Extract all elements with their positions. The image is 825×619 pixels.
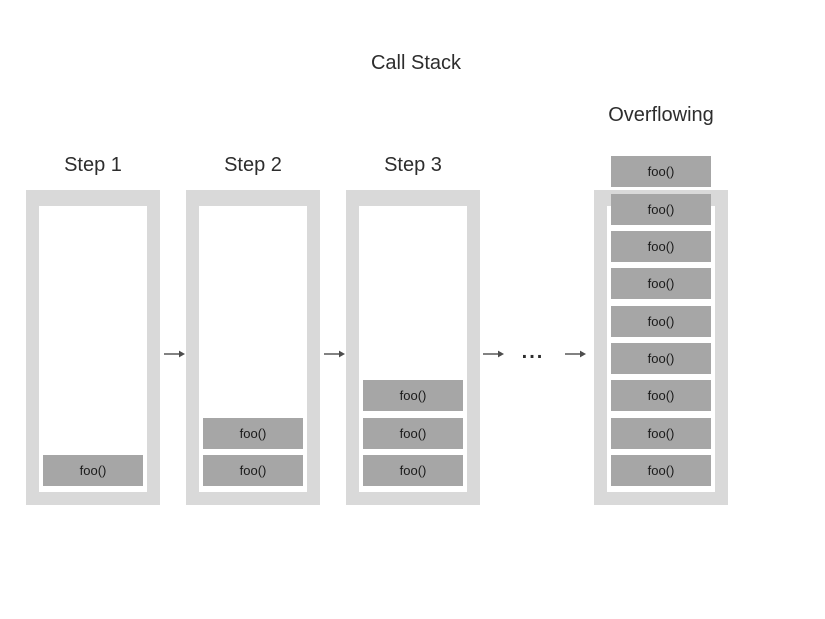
stack-frame: foo() [611, 380, 711, 412]
stack-frames: foo() foo() foo() foo() foo() foo() foo() foo()… [594, 156, 728, 505]
stack-frame-label: foo() [79, 463, 107, 478]
stack-frame: foo() [611, 193, 711, 225]
arrow-right-icon [483, 350, 504, 358]
arrow-right-icon [565, 350, 586, 358]
stack-frame: foo() [203, 455, 303, 486]
stack-frame-label: foo() [647, 276, 675, 292]
stack-frame-label: foo() [239, 463, 267, 478]
stack-frame: foo() [611, 417, 711, 449]
stack-frame-label: foo() [647, 351, 675, 367]
stack-frame-label: foo() [399, 463, 427, 478]
stack-frame: foo() [363, 380, 463, 412]
stack-frame: foo() [611, 305, 711, 337]
stack-frame: foo() [611, 156, 711, 188]
stack-frames: foo() foo() foo() [346, 190, 480, 505]
stack-interior [39, 206, 147, 492]
stack-frame: foo() [611, 455, 711, 486]
stack-container-overflowing: foo() foo() foo() foo() foo() foo() foo() foo()… [594, 156, 728, 505]
stack-frame-label: foo() [647, 425, 675, 441]
stack-frame: foo() [363, 417, 463, 449]
stack-container-step-3: foo() foo() foo() [346, 190, 480, 505]
stack-container-step-1: foo() [26, 190, 160, 505]
arrow-right-icon [324, 350, 345, 358]
ellipsis: ... [521, 341, 545, 363]
stack-frame-label: foo() [239, 425, 267, 441]
stack-frame-label: foo() [647, 313, 675, 329]
stack-frames: foo() foo() [186, 190, 320, 505]
stack-frame-label: foo() [399, 388, 427, 404]
stack-frames: foo() [26, 190, 160, 505]
stack-frame-label: foo() [647, 463, 675, 478]
step-2-label: Step 2 [224, 154, 282, 176]
step-3-label: Step 3 [384, 154, 442, 176]
stack-container-step-2: foo() foo() [186, 190, 320, 505]
stack-frame-label: foo() [647, 388, 675, 404]
stack-frame-label: foo() [647, 239, 675, 255]
stack-frame-label: foo() [647, 201, 675, 217]
stack-frame: foo() [203, 417, 303, 449]
stack-frame-label: foo() [399, 425, 427, 441]
stack-frame: foo() [363, 455, 463, 486]
step-1-label: Step 1 [64, 154, 122, 176]
stack-frame: foo() [611, 231, 711, 263]
arrow-right-icon [164, 350, 185, 358]
stack-frame: foo() [611, 268, 711, 300]
overflowing-label: Overflowing [608, 104, 714, 126]
stack-frame-label: foo() [647, 164, 675, 180]
stack-frame: foo() [43, 455, 143, 486]
stack-frame: foo() [611, 343, 711, 375]
diagram-title: Call Stack [370, 52, 462, 74]
